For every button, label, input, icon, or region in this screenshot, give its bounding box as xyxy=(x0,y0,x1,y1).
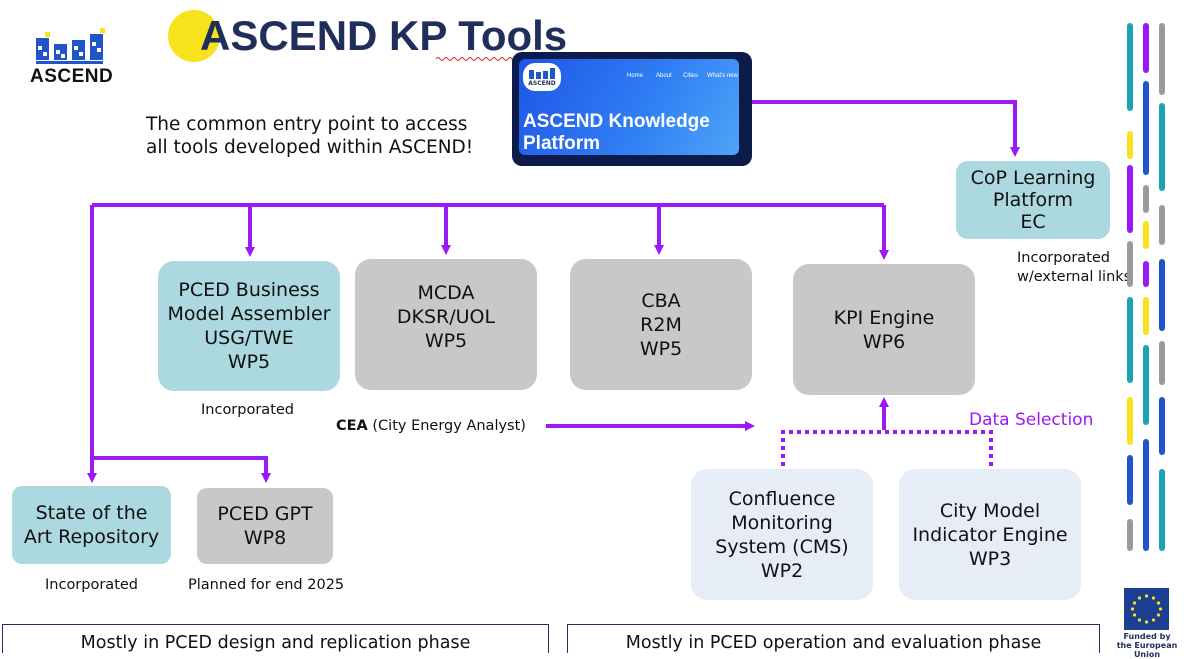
eu-flag-icon xyxy=(1124,588,1169,630)
knowledge-platform-screenshot: ASCEND Home About Cities What's new ASCE… xyxy=(512,52,752,166)
pced-bma-line-1: PCED Business xyxy=(178,279,320,301)
mcda-line-2: DKSR/UOL xyxy=(396,306,496,328)
eu-funding-line-1: Funded by xyxy=(1123,632,1171,641)
sota-line-2: Art Repository xyxy=(23,526,160,548)
sota-line-1: State of the xyxy=(35,502,148,524)
eu-funding-text: Funded by the European Union xyxy=(1112,632,1182,659)
pced-gpt-line-1: PCED GPT xyxy=(217,503,313,525)
state-of-the-art-repository-box: State of the Art Repository xyxy=(12,486,171,564)
pced-gpt-line-2: WP8 xyxy=(243,527,287,549)
pced-gpt-box: PCED GPT WP8 xyxy=(197,488,333,564)
intro-line-2: all tools developed within ASCEND! xyxy=(146,137,474,158)
decorative-stripes xyxy=(1127,23,1165,551)
cms-line-4: WP2 xyxy=(760,559,804,582)
pced-bma-line-3: USG/TWE xyxy=(204,327,294,349)
pced-gpt-note: Planned for end 2025 xyxy=(188,577,345,593)
screenshot-nav-cities: Cities xyxy=(683,73,699,79)
cop-note: Incorporated w/external links xyxy=(1017,249,1131,287)
kpi-line-1: KPI Engine xyxy=(833,306,935,329)
intro-line-1: The common entry point to access xyxy=(146,114,468,135)
ascend-logo-text: ASCEND xyxy=(30,66,114,87)
intro-text: The common entry point to access all too… xyxy=(146,113,473,159)
cea-note-bold: CEA xyxy=(336,418,368,434)
pced-business-model-assembler-box: PCED Business Model Assembler USG/TWE WP… xyxy=(158,261,340,391)
eu-funding-line-2: the European Union xyxy=(1116,641,1178,659)
dotted-data-selection-line xyxy=(781,430,993,466)
screenshot-banner: ASCEND Home About Cities What's new ASCE… xyxy=(519,59,739,155)
eu-stars-icon xyxy=(1130,594,1163,624)
screenshot-title-line-1: ASCEND Knowledge xyxy=(523,111,710,132)
cba-line-2: R2M xyxy=(640,313,682,336)
screenshot-nav-home: Home xyxy=(627,73,644,79)
screenshot-logo-text: ASCEND xyxy=(528,80,556,87)
cea-note-rest: (City Energy Analyst) xyxy=(367,418,526,434)
data-selection-label: Data Selection xyxy=(969,410,1094,430)
cba-line-3: WP5 xyxy=(639,337,683,360)
kpi-engine-box: KPI Engine WP6 xyxy=(793,264,975,395)
screenshot-title-line-2: Platform xyxy=(523,133,601,154)
cms-line-1: Confluence xyxy=(728,487,836,510)
cop-line-2: Platform xyxy=(992,189,1074,211)
sota-note: Incorporated xyxy=(45,577,139,593)
cop-learning-platform-box: CoP Learning Platform EC xyxy=(956,161,1110,239)
arrow-to-cop xyxy=(752,100,1020,157)
cms-line-2: Monitoring xyxy=(731,511,833,534)
confluence-monitoring-system-box: Confluence Monitoring System (CMS) WP2 xyxy=(691,469,873,600)
cea-note: CEA (City Energy Analyst) xyxy=(336,418,526,434)
screenshot-nav-about: About xyxy=(656,73,672,79)
cba-line-1: CBA xyxy=(641,289,681,312)
title-accent-dot xyxy=(168,10,220,62)
pced-bma-note: Incorporated xyxy=(201,402,295,418)
cop-line-1: CoP Learning xyxy=(970,167,1096,189)
screenshot-nav-whats-new: What's new xyxy=(707,73,738,79)
ascend-logo-icon xyxy=(36,28,105,64)
arrow-to-pced-gpt xyxy=(92,456,271,483)
pced-bma-line-2: Model Assembler xyxy=(167,303,331,325)
page-title: ASCEND KP Tools xyxy=(200,12,568,59)
cba-box: CBA R2M WP5 xyxy=(570,259,752,390)
screenshot-logo: ASCEND xyxy=(523,63,561,91)
mcda-line-1: MCDA xyxy=(417,282,475,304)
screenshot-logo-icon xyxy=(529,68,555,79)
phase-design-replication: Mostly in PCED design and replication ph… xyxy=(2,624,549,653)
mcda-line-3: WP5 xyxy=(424,330,468,352)
cop-note-line-2: w/external links xyxy=(1017,269,1132,285)
cop-note-line-1: Incorporated xyxy=(1017,250,1111,266)
kpi-line-2: WP6 xyxy=(862,330,906,353)
phase-operation-evaluation: Mostly in PCED operation and evaluation … xyxy=(567,624,1100,653)
pced-bma-line-4: WP5 xyxy=(227,351,271,373)
city-model-line-1: City Model xyxy=(939,499,1041,522)
cms-line-3: System (CMS) xyxy=(715,535,849,558)
mcda-box: MCDA DKSR/UOL WP5 xyxy=(355,259,537,390)
city-model-line-2: Indicator Engine xyxy=(912,523,1068,546)
city-model-indicator-engine-box: City Model Indicator Engine WP3 xyxy=(899,469,1081,600)
screenshot-title: ASCEND Knowledge Platform xyxy=(523,111,710,155)
cop-line-3: EC xyxy=(1020,211,1046,233)
city-model-line-3: WP3 xyxy=(968,547,1012,570)
ascend-logo: ASCEND xyxy=(18,28,118,88)
